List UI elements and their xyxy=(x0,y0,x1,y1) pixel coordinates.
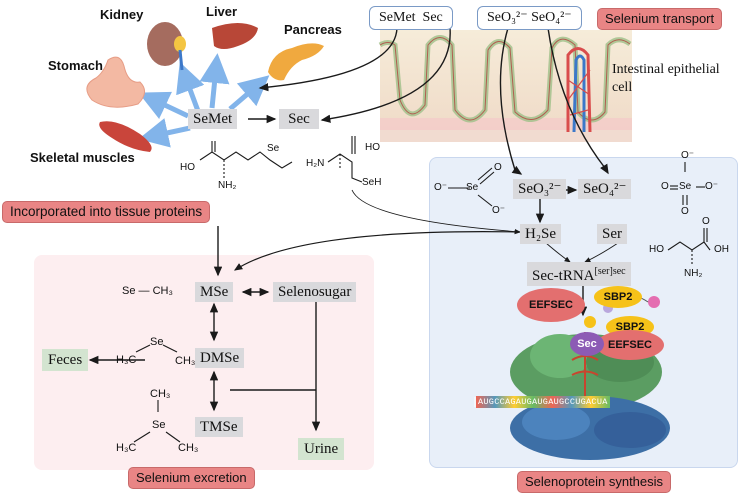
selenate-o-right: O⁻ xyxy=(705,181,719,192)
mrna-sequence: AUGCCAGAUGAUGAUGCCUGACUA xyxy=(476,396,610,408)
ser-o: O xyxy=(702,216,710,227)
feces-box: Feces xyxy=(42,349,89,371)
dmse-ch3: CH₃ xyxy=(175,355,196,367)
sec-h2n: H₂N xyxy=(306,158,325,169)
tmse-h3c: H₃C xyxy=(116,442,137,454)
sec-box: Sec xyxy=(279,109,319,129)
skeletal-muscles-label: Skeletal muscles xyxy=(30,150,135,165)
mse-box: MSe xyxy=(195,282,234,302)
selenium-transport-label: Selenium transport xyxy=(597,8,723,30)
pancreas-label: Pancreas xyxy=(284,22,342,37)
selenate-o-left: O xyxy=(661,181,669,192)
arrow-to-muscle xyxy=(138,118,191,148)
sec-ho: HO xyxy=(365,142,380,153)
tmse-ch3-top: CH₃ xyxy=(150,388,171,400)
h2se-box: H₂Se xyxy=(520,224,562,244)
incorporated-label: Incorporated into tissue proteins xyxy=(2,201,211,223)
eefsec-right: EEFSEC xyxy=(596,330,664,360)
stomach-label: Stomach xyxy=(48,58,103,73)
selenite-o-left: O⁻ xyxy=(434,182,448,193)
liver-label: Liver xyxy=(206,4,238,19)
selenosugar-box: Selenosugar xyxy=(273,282,357,302)
selenite-o-top: O xyxy=(494,162,502,173)
sec-seh: SeH xyxy=(362,177,382,188)
selenite-selenate-box: SeO₃²⁻ SeO₄²⁻ xyxy=(477,6,582,30)
sbp2-top: SBP2 xyxy=(594,286,642,308)
ser-nh2: NH₂ xyxy=(684,268,703,279)
arrow-to-liver xyxy=(199,53,230,109)
kidney-label: Kidney xyxy=(100,7,144,22)
ser-oh: OH xyxy=(714,244,729,255)
arrow-to-pancreas xyxy=(228,75,270,111)
semet-nh2: NH₂ xyxy=(218,180,237,191)
pancreas-icon xyxy=(268,43,324,81)
selenoprotein-synthesis-label: Selenoprotein synthesis xyxy=(517,471,672,493)
semet-sec-box: SeMet Sec xyxy=(369,6,453,30)
selenate-o-bottom: O xyxy=(681,206,689,217)
semet-box: SeMet xyxy=(188,109,238,129)
sec-trna-superscript: [ser]sec xyxy=(594,266,626,277)
muscle-icon xyxy=(99,121,152,152)
intestinal-label-1: Intestinal epithelial xyxy=(612,62,720,77)
sec-trna-label: Sec-tRNA xyxy=(532,268,595,284)
selenate-box: SeO₄²⁻ xyxy=(578,179,632,199)
dmse-h3c: H₃C xyxy=(116,354,137,366)
semet-se-atom: Se xyxy=(267,143,280,154)
liver-icon xyxy=(212,23,258,49)
tmse-ch3: CH₃ xyxy=(178,442,199,454)
intestinal-label-2: cell xyxy=(612,80,633,95)
ser-box: Ser xyxy=(597,224,627,244)
selenite-se: Se xyxy=(466,182,479,193)
sec-trna-box: Sec-tRNA[ser]sec xyxy=(527,262,631,286)
tmse-box: TMSe xyxy=(195,417,243,437)
arrow-to-stomach xyxy=(138,91,190,119)
selenate-se: Se xyxy=(679,181,692,192)
arrow-to-kidney xyxy=(176,61,205,112)
selenite-o-right: O⁻ xyxy=(492,205,506,216)
tmse-se: Se xyxy=(152,419,166,431)
ser-ho: HO xyxy=(649,244,664,255)
eefsec-left: EEFSEC xyxy=(517,288,585,322)
selenium-excretion-label: Selenium excretion xyxy=(128,467,255,489)
selenate-o-top: O⁻ xyxy=(681,150,695,161)
dmse-box: DMSe xyxy=(195,348,245,368)
semet-ho: HO xyxy=(180,162,195,173)
sec-badge: Sec xyxy=(570,332,604,356)
stomach-icon xyxy=(86,56,145,108)
dmse-se: Se xyxy=(150,336,164,348)
selenite-box: SeO₃²⁻ xyxy=(513,179,567,199)
urine-box: Urine xyxy=(298,438,345,460)
kidney-icon xyxy=(147,22,186,71)
mse-structure: Se — CH₃ xyxy=(122,285,173,297)
